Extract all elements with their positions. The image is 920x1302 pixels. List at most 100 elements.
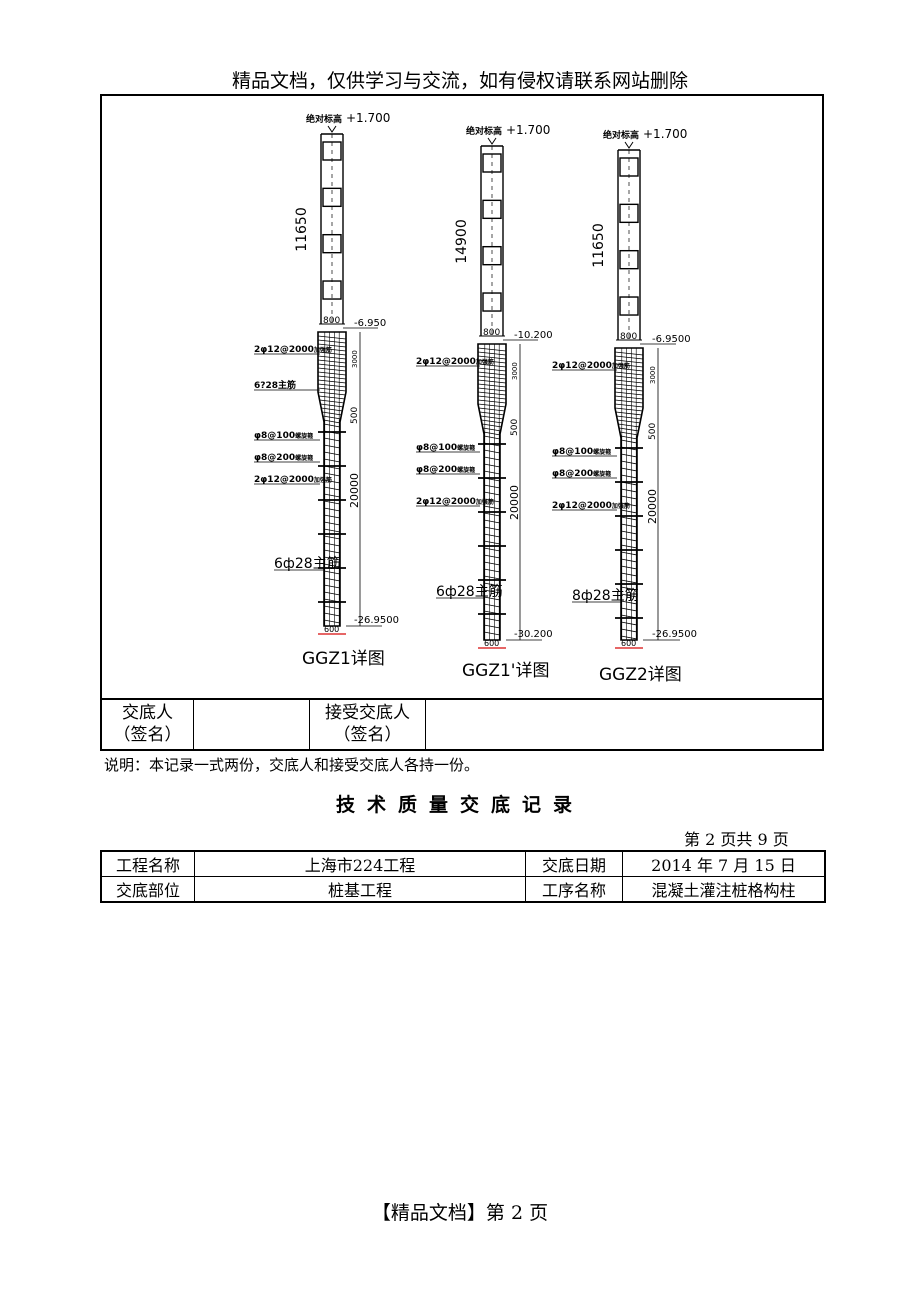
elevation-label: 绝对标高: [603, 129, 639, 141]
rebar-b-label-note: 加强筋: [475, 498, 494, 506]
rebar-a-label-note: 加强筋: [313, 346, 332, 354]
date-label: 交底日期: [525, 850, 623, 877]
spiral-stirrup: [620, 586, 638, 591]
spiral-stirrup: [483, 547, 501, 552]
column-caption: GGZ2详图: [599, 665, 682, 685]
spiral-stirrup: [483, 505, 501, 510]
batten-plate: [619, 249, 639, 270]
elevation-marker: [624, 141, 634, 149]
spiral-stirrup: [323, 472, 341, 477]
spiral-stirrup: [323, 605, 341, 610]
level-top: -10.200: [514, 330, 553, 341]
dim-3000: 3000: [511, 362, 519, 380]
table-row: 工程名称 上海市224工程 交底日期 2014 年 7 月 15 日: [100, 850, 826, 877]
receiver-person-cell: 接受交底人 （签名）: [310, 699, 426, 749]
spiral-stirrup: [620, 509, 638, 514]
spiral-stirrup: [620, 558, 638, 563]
spiral-stirrup: [323, 423, 341, 428]
batten-plate: [322, 233, 342, 254]
main-bar-top-label: 6?28主筋: [254, 379, 296, 391]
spiral-stirrup: [477, 391, 507, 396]
elevation-label: 绝对标高: [306, 113, 342, 125]
stirrup-1-label-note: 螺旋箍: [295, 432, 313, 440]
signature-table: 交底人 （签名） 接受交底人 （签名）: [100, 699, 824, 751]
spiral-stirrup: [615, 411, 643, 416]
project-name-label: 工程名称: [100, 850, 195, 877]
dim-3000: 3000: [649, 366, 657, 384]
spiral-stirrup: [614, 391, 644, 396]
spiral-stirrup: [483, 568, 501, 573]
stirrup-2-label: φ8@200螺旋箍: [416, 465, 475, 475]
column-caption: GGZ1详图: [302, 649, 385, 669]
stirrup-2-label: φ8@200螺旋箍: [254, 453, 313, 463]
stirrup-1-label: φ8@100螺旋箍: [416, 443, 475, 453]
level-bottom: -26.9500: [354, 615, 399, 626]
spiral-stirrup: [323, 528, 341, 533]
spiral-stirrup: [323, 514, 341, 519]
spiral-stirrup: [617, 419, 641, 424]
spiral-stirrup: [620, 488, 638, 493]
spiral-stirrup: [318, 395, 346, 400]
process-label: 工序名称: [525, 876, 623, 903]
spiral-stirrup: [620, 551, 638, 556]
upper-length-dim: 11650: [591, 223, 607, 268]
part-value: 桩基工程: [194, 876, 526, 903]
spiral-stirrup: [483, 582, 501, 587]
spiral-stirrup: [483, 596, 501, 601]
spiral-stirrup: [614, 363, 644, 368]
spiral-stirrup: [477, 395, 507, 400]
spiral-stirrup: [483, 484, 501, 489]
spiral-stirrup: [323, 486, 341, 491]
spiral-stirrup: [620, 502, 638, 507]
rebar-b-label: 2φ12@2000加强筋: [552, 501, 630, 511]
column-caption: GGZ1'详图: [462, 661, 549, 681]
spiral-stirrup: [483, 498, 501, 503]
elevation-value: +1.700: [506, 123, 550, 137]
spiral-stirrup: [620, 523, 638, 528]
watermark-header: 精品文档，仅供学习与交流，如有侵权请联系网站删除: [231, 70, 688, 92]
spiral-stirrup: [323, 584, 341, 589]
spiral-stirrup: [323, 619, 341, 624]
handover-person-label: 交底人: [122, 703, 173, 723]
spiral-stirrup: [478, 407, 506, 412]
receiver-sign-label: （签名）: [333, 725, 402, 745]
spiral-stirrup: [620, 565, 638, 570]
stirrup-2-label-note: 螺旋箍: [457, 466, 475, 474]
stirrup-2-label-note: 螺旋箍: [295, 454, 313, 462]
spiral-stirrup: [620, 530, 638, 535]
rebar-b-label-note: 加强筋: [611, 502, 630, 510]
rebar-a-label: 2φ12@2000加强筋: [416, 357, 494, 367]
handover-sign-label: （签名）: [113, 725, 182, 745]
spiral-stirrup: [620, 544, 638, 549]
spiral-stirrup: [321, 411, 343, 416]
elevation-label: 绝对标高: [466, 125, 502, 137]
spiral-stirrup: [323, 556, 341, 561]
spiral-stirrup: [323, 444, 341, 449]
receiver-sign-field[interactable]: [426, 699, 822, 749]
project-info-table: 工程名称 上海市224工程 交底日期 2014 年 7 月 15 日 交底部位 …: [100, 850, 826, 903]
spiral-stirrup: [483, 456, 501, 461]
spiral-stirrup: [483, 575, 501, 580]
stirrup-1-label-note: 螺旋箍: [593, 448, 611, 456]
handover-sign-field[interactable]: [194, 699, 310, 749]
spiral-stirrup: [481, 423, 503, 428]
spiral-stirrup: [620, 516, 638, 521]
spiral-stirrup: [323, 437, 341, 442]
lower-length-dim: 20000: [348, 473, 361, 508]
page-count: 第 2 页共 9 页: [684, 830, 789, 849]
spiral-stirrup: [614, 351, 644, 356]
spiral-stirrup: [317, 355, 347, 360]
pile-column-drawing: 绝对标高+1.70011650800-6.950300050020000-26.…: [254, 111, 697, 685]
spiral-stirrup: [620, 439, 638, 444]
pile-column-3: 绝对标高+1.70011650800-6.9500300050020000-26…: [552, 127, 697, 685]
spiral-stirrup: [614, 379, 644, 384]
spiral-stirrup: [480, 415, 504, 420]
top-width-dim: 800: [620, 332, 637, 342]
pile-column-1: 绝对标高+1.70011650800-6.950300050020000-26.…: [254, 111, 399, 669]
spiral-stirrup: [477, 363, 507, 368]
spiral-stirrup: [322, 415, 342, 420]
spiral-stirrup: [477, 371, 507, 376]
spiral-stirrup: [477, 399, 507, 404]
lower-length-dim: 20000: [508, 485, 521, 520]
